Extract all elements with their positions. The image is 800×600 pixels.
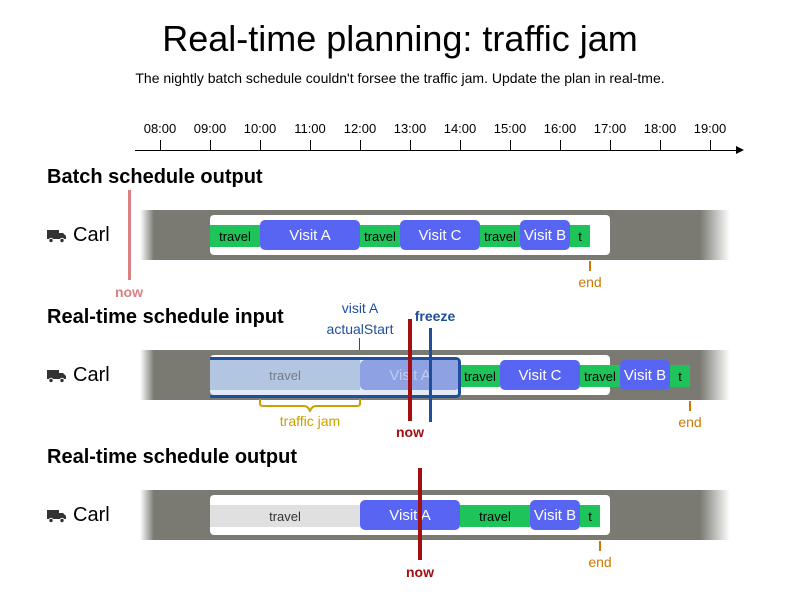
segment-visit-c[interactable]: Visit C (400, 220, 480, 250)
now-marker-line (418, 468, 422, 560)
segment-visit-b[interactable]: Visit B (520, 220, 570, 250)
end-marker (589, 261, 591, 271)
vehicle-label-realtime-input: Carl (47, 364, 110, 387)
truck-icon (47, 369, 66, 383)
freeze-line (429, 328, 432, 422)
segment-travel[interactable]: travel (580, 365, 620, 387)
segment-travel[interactable]: travel (480, 225, 520, 247)
vehicle-label-batch: Carl (47, 224, 110, 247)
now-marker-line (408, 319, 412, 421)
vehicle-name: Carl (73, 364, 110, 386)
page-subtitle: The nightly batch schedule couldn't fors… (135, 70, 665, 86)
tick-label: 09:00 (193, 121, 227, 136)
annotation-actual-start: actualStart (326, 321, 394, 337)
tick-label: 13:00 (393, 121, 427, 136)
segment-travel[interactable]: travel (210, 225, 260, 247)
tick-mark (260, 140, 261, 150)
tick-mark (660, 140, 661, 150)
tick-mark (210, 140, 211, 150)
segment-travel-past[interactable]: travel (210, 505, 360, 527)
segment-visit-b[interactable]: Visit B (620, 360, 670, 390)
now-label: now (396, 424, 424, 440)
tick-label: 18:00 (643, 121, 677, 136)
tick-label: 08:00 (143, 121, 177, 136)
vehicle-name: Carl (73, 224, 110, 246)
end-label: end (578, 274, 602, 290)
page-title: Real-time planning: traffic jam (162, 18, 638, 59)
segment-travel-short[interactable]: t (580, 505, 600, 527)
freeze-region (210, 357, 461, 398)
section-title-batch: Batch schedule output (47, 166, 263, 188)
now-label-faded: now (115, 284, 143, 300)
tick-label: 19:00 (693, 121, 727, 136)
tick-label: 16:00 (543, 121, 577, 136)
traffic-jam-brace (259, 399, 361, 412)
segment-visit-c[interactable]: Visit C (500, 360, 580, 390)
annotation-traffic-jam: traffic jam (279, 413, 341, 429)
tick-mark (460, 140, 461, 150)
segment-visit-b[interactable]: Visit B (530, 500, 580, 530)
tick-mark (410, 140, 411, 150)
tick-label: 14:00 (443, 121, 477, 136)
segment-travel-short[interactable]: t (570, 225, 590, 247)
tick-mark (160, 140, 161, 150)
end-label: end (678, 414, 702, 430)
end-marker (599, 541, 601, 551)
tick-mark (560, 140, 561, 150)
end-label: end (588, 554, 612, 570)
truck-icon (47, 229, 66, 243)
section-title-realtime-input: Real-time schedule input (47, 306, 284, 328)
segment-visit-a[interactable]: Visit A (260, 220, 360, 250)
actual-start-pointer (359, 338, 360, 350)
section-title-realtime-output: Real-time schedule output (47, 446, 298, 468)
tick-label: 10:00 (243, 121, 277, 136)
annotation-freeze: freeze (414, 308, 456, 324)
axis-line (135, 150, 740, 151)
segment-travel-short[interactable]: t (670, 365, 690, 387)
annotation-visit-a: visit A (341, 300, 379, 316)
tick-label: 15:00 (493, 121, 527, 136)
tick-label: 12:00 (343, 121, 377, 136)
vehicle-label-realtime-output: Carl (47, 504, 110, 527)
tick-label: 17:00 (593, 121, 627, 136)
tick-mark (360, 140, 361, 150)
truck-icon (47, 509, 66, 523)
tick-mark (710, 140, 711, 150)
tick-mark (610, 140, 611, 150)
tick-mark (310, 140, 311, 150)
tick-label: 11:00 (294, 121, 326, 136)
now-marker-line-faded (128, 190, 131, 280)
segment-travel[interactable]: travel (460, 365, 500, 387)
segment-travel[interactable]: travel (460, 505, 530, 527)
segment-travel[interactable]: travel (360, 225, 400, 247)
now-label: now (406, 564, 434, 580)
vehicle-name: Carl (73, 504, 110, 526)
segment-visit-a[interactable]: Visit A (360, 500, 460, 530)
segment-travel-frozen[interactable]: travel (210, 360, 360, 390)
end-marker (689, 401, 691, 411)
axis-arrowhead (736, 146, 744, 154)
tick-mark (510, 140, 511, 150)
